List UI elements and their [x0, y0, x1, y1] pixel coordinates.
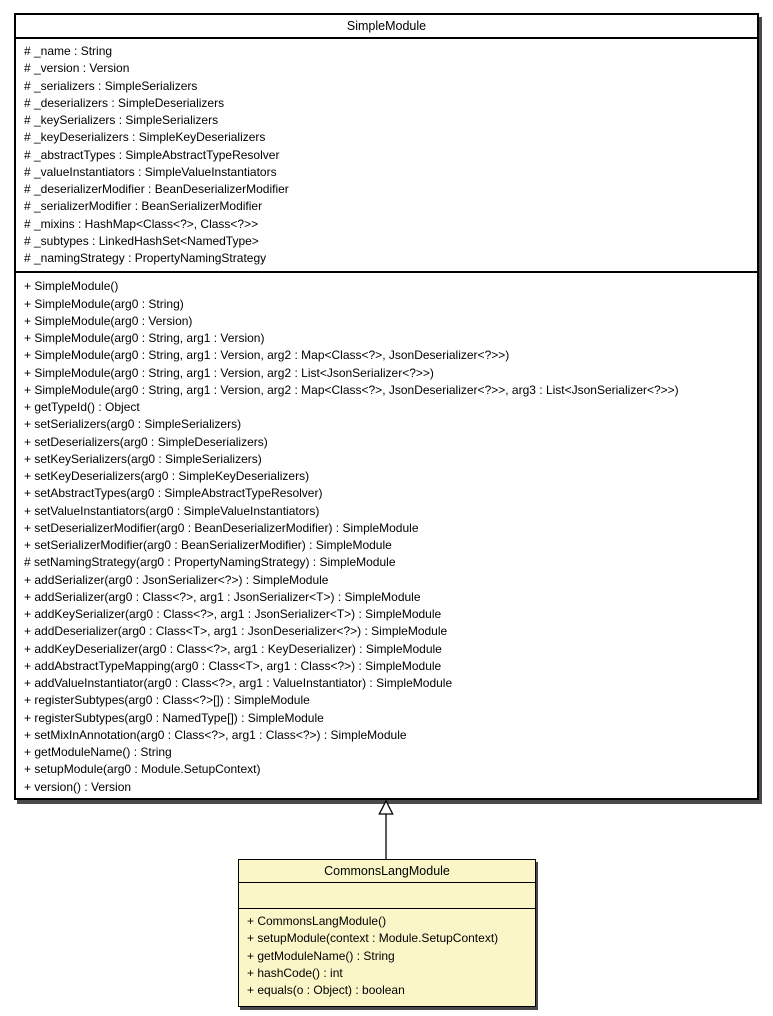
member-row: + SimpleModule(arg0 : Version) — [24, 313, 193, 328]
member-row: + addKeyDeserializer(arg0 : Class<?>, ar… — [24, 641, 442, 656]
fields-compartment-simplemodule: # _name : String # _version : Version # _s… — [16, 39, 757, 274]
member-row: + setDeserializers(arg0 : SimpleDeserial… — [24, 434, 268, 449]
member-row: + SimpleModule() — [24, 279, 119, 294]
member-row: + CommonsLangModule() — [247, 914, 387, 928]
member-row: # _mixins : HashMap<Class<?>, Class<?>> — [24, 216, 259, 231]
member-row: + setSerializers(arg0 : SimpleSerializer… — [24, 417, 242, 432]
member-row: # _valueInstantiators : SimpleValueInsta… — [24, 164, 277, 179]
class-box-simplemodule: SimpleModule # _name : String # _version … — [14, 13, 759, 800]
member-row: + addValueInstantiator(arg0 : Class<?>, … — [24, 676, 453, 690]
member-row: # _deserializerModifier : BeanDeserializ… — [24, 182, 289, 196]
generalization-arrow — [378, 800, 394, 859]
member-row: + setAbstractTypes(arg0 : SimpleAbstract… — [24, 486, 323, 501]
member-row: # _subtypes : LinkedHashSet<NamedType> — [24, 233, 259, 248]
member-row: + SimpleModule(arg0 : String, arg1 : Ver… — [24, 382, 679, 397]
member-row: # _keyDeserializers : SimpleKeyDeseriali… — [24, 130, 266, 145]
member-row: + addDeserializer(arg0 : Class<T>, arg1 … — [24, 624, 448, 639]
member-row: + setKeyDeserializers(arg0 : SimpleKeyDe… — [24, 469, 310, 483]
fields-compartment-commonslangmodule — [239, 883, 535, 909]
methods-compartment-simplemodule: + SimpleModule() + SimpleModule(arg0 : St… — [16, 273, 757, 801]
member-row: + version() : Version — [24, 779, 132, 794]
member-row: + equals(o : Object) : boolean — [247, 983, 405, 997]
member-row: + addSerializer(arg0 : Class<?>, arg1 : … — [24, 589, 421, 604]
member-row: + addAbstractTypeMapping(arg0 : Class<T>… — [24, 658, 442, 673]
member-row: + getModuleName() : String — [24, 745, 172, 759]
methods-compartment-commonslangmodule: + CommonsLangModule() + setupModule(conte… — [239, 909, 535, 1003]
member-row: + setValueInstantiators(arg0 : SimpleVal… — [24, 503, 320, 518]
member-row: + setKeySerializers(arg0 : SimpleSeriali… — [24, 451, 262, 466]
member-row: # _keySerializers : SimpleSerializers — [24, 113, 219, 127]
member-row: + setDeserializerModifier(arg0 : BeanDes… — [24, 520, 419, 535]
member-row: + setupModule(arg0 : Module.SetupContext… — [24, 762, 261, 777]
member-row: + SimpleModule(arg0 : String, arg1 : Ver… — [24, 365, 434, 380]
member-row: # _namingStrategy : PropertyNamingStrate… — [24, 251, 267, 265]
member-row: # _serializers : SimpleSerializers — [24, 78, 198, 93]
member-row: + addKeySerializer(arg0 : Class<?>, arg1… — [24, 607, 442, 621]
member-row: + registerSubtypes(arg0 : NamedType[]) :… — [24, 710, 324, 725]
member-row: # _abstractTypes : SimpleAbstractTypeRes… — [24, 147, 280, 162]
member-row: # _deserializers : SimpleDeserializers — [24, 95, 225, 110]
class-title-simplemodule[interactable]: SimpleModule — [16, 15, 757, 39]
member-row: + SimpleModule(arg0 : String, arg1 : Ver… — [24, 331, 265, 345]
member-row: # _name : String — [24, 44, 113, 58]
hollow-triangle-arrowhead — [378, 800, 394, 815]
member-row: + setMixInAnnotation(arg0 : Class<?>, ar… — [24, 727, 407, 742]
member-row: + SimpleModule(arg0 : String) — [24, 296, 184, 311]
class-title-commonslangmodule[interactable]: CommonsLangModule — [239, 860, 535, 883]
member-row: + registerSubtypes(arg0 : Class<?>[]) : … — [24, 693, 310, 708]
member-row: # _serializerModifier : BeanSerializerMo… — [24, 199, 263, 214]
member-row: + setupModule(context : Module.SetupCont… — [247, 931, 499, 946]
member-row: # setNamingStrategy(arg0 : PropertyNamin… — [24, 555, 396, 570]
class-box-commonslangmodule: CommonsLangModule + CommonsLangModule()+… — [238, 859, 536, 1007]
member-row: # _version : Version — [24, 61, 130, 76]
member-row: + SimpleModule(arg0 : String, arg1 : Ver… — [24, 348, 510, 363]
member-row: + setSerializerModifier(arg0 : BeanSeria… — [24, 538, 392, 552]
member-row: + hashCode() : int — [247, 965, 343, 980]
member-row: + getModuleName() : String — [247, 948, 395, 963]
member-row: + getTypeId() : Object — [24, 400, 140, 414]
member-row: + addSerializer(arg0 : JsonSerializer<?>… — [24, 572, 329, 587]
